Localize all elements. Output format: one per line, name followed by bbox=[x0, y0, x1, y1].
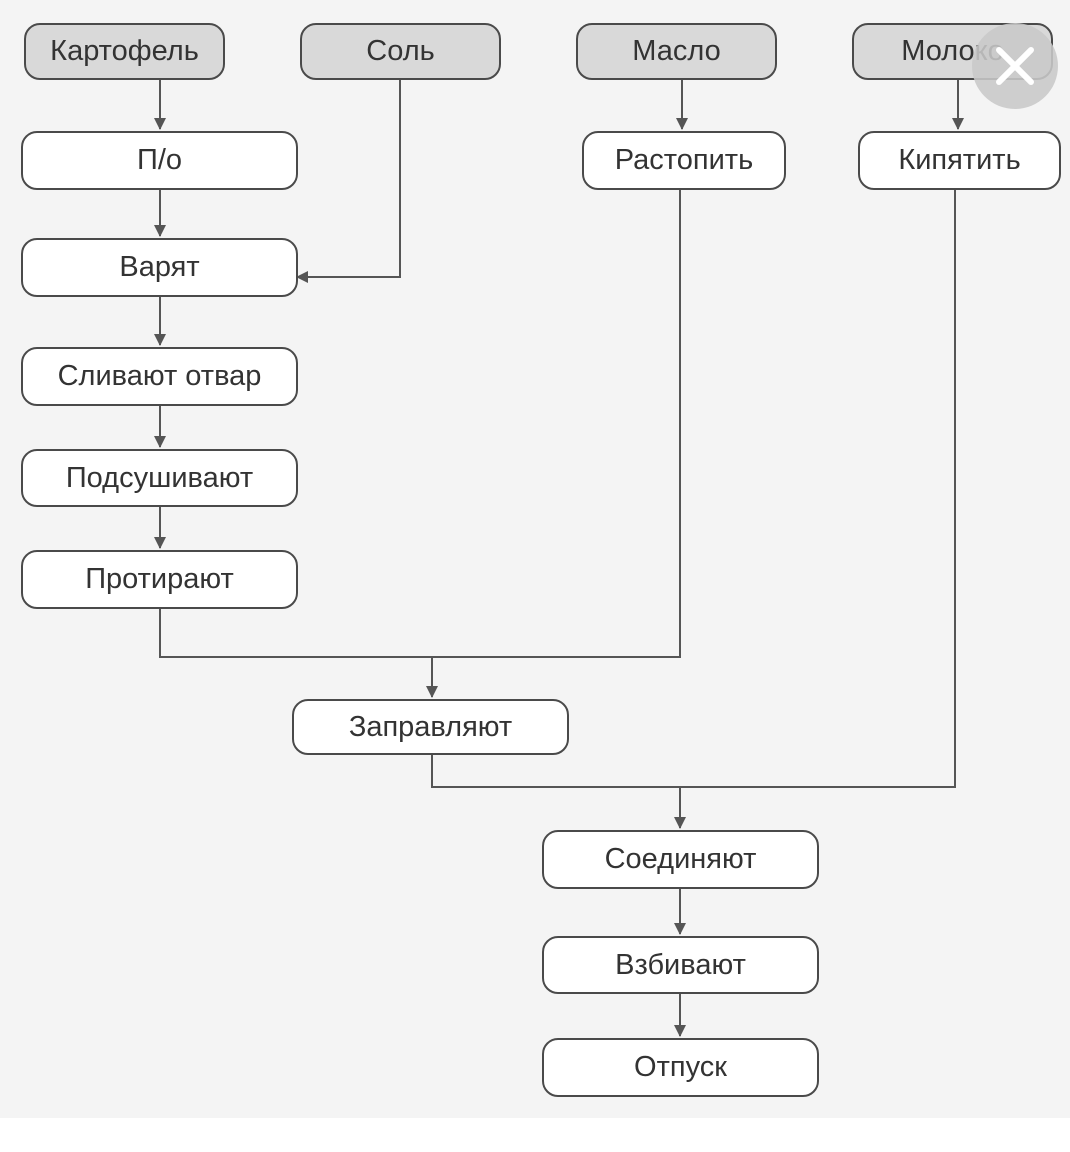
input-potato: Картофель bbox=[24, 23, 225, 80]
step-melt: Растопить bbox=[582, 131, 786, 190]
bottom-strip bbox=[0, 1118, 1070, 1152]
step-drain: Сливают отвар bbox=[21, 347, 298, 406]
input-butter: Масло bbox=[576, 23, 777, 80]
arrow-salt-boil bbox=[296, 80, 401, 283]
input-salt: Соль bbox=[300, 23, 501, 80]
step-whip: Взбивают bbox=[542, 936, 819, 994]
step-peel: П/о bbox=[21, 131, 298, 190]
connector-layer bbox=[154, 80, 964, 1037]
step-combine: Соединяют bbox=[542, 830, 819, 889]
step-season: Заправляют bbox=[292, 699, 569, 755]
close-icon bbox=[996, 47, 1034, 85]
line-mash-merge bbox=[159, 190, 681, 658]
step-serve: Отпуск bbox=[542, 1038, 819, 1097]
step-mash: Протирают bbox=[21, 550, 298, 609]
line-season-merge bbox=[431, 190, 956, 788]
step-boil: Варят bbox=[21, 238, 298, 297]
step-heat-milk: Кипятить bbox=[858, 131, 1061, 190]
step-dry: Подсушивают bbox=[21, 449, 298, 507]
close-button[interactable] bbox=[972, 23, 1058, 109]
